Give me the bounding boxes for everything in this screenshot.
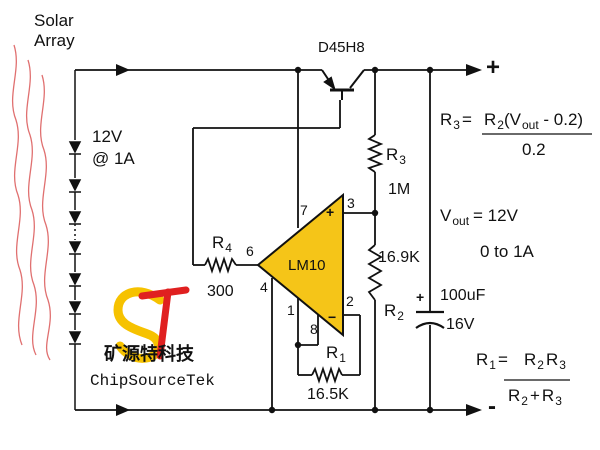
r4-value: 300 xyxy=(207,283,234,300)
transistor-label: D45H8 xyxy=(318,39,365,56)
solar-label-line2: Array xyxy=(34,31,75,50)
solar-cell-string xyxy=(68,70,82,410)
output-minus-arrow xyxy=(466,404,482,416)
resistor-r1 xyxy=(311,366,343,384)
rail-arrows xyxy=(116,64,482,416)
formula-r3-lhs: R3= xyxy=(440,110,472,132)
formula-r3-numerator: R2(Vout - 0.2) xyxy=(484,110,584,132)
opamp-label: LM10 xyxy=(288,257,326,274)
bottom-rail-arrow xyxy=(116,404,130,416)
junction-dots xyxy=(268,66,434,414)
formula-vout: Vout= 12V xyxy=(440,206,518,228)
r4-label: R4 xyxy=(212,233,232,255)
cap-plus-label: + xyxy=(416,289,425,305)
r2-value: 16.9K xyxy=(378,249,420,266)
output-plus-arrow xyxy=(466,64,482,76)
opamp-minus-input: − xyxy=(328,309,337,325)
r1-label: R1 xyxy=(326,343,346,365)
formula-bars xyxy=(482,133,592,381)
watermark-chinese: 矿源特科技 xyxy=(104,344,194,365)
pin-1-label: 1 xyxy=(287,302,295,318)
formula-r1-lhs: R1= xyxy=(476,350,508,372)
pin-8-label: 8 xyxy=(310,321,318,337)
voltage-label: 12V xyxy=(92,127,123,146)
pin-4-label: 4 xyxy=(260,279,268,295)
cap-voltage: 16V xyxy=(446,316,475,333)
solar-label-line1: Solar xyxy=(34,11,74,30)
opamp-lm10 xyxy=(256,192,344,338)
solar-rays xyxy=(12,44,51,361)
formula-r3-denominator: 0.2 xyxy=(522,140,546,159)
current-label: @ 1A xyxy=(92,149,135,168)
resistor-r3 xyxy=(366,134,384,173)
formula-vout-range: 0 to 1A xyxy=(480,242,534,261)
r3-value: 1M xyxy=(388,181,411,198)
output-plus-label: + xyxy=(486,54,501,81)
r1-value: 16.5K xyxy=(307,386,349,403)
pin-6-label: 6 xyxy=(246,243,254,259)
pin-7-label: 7 xyxy=(300,202,308,218)
resistor-r4 xyxy=(204,256,237,274)
resistor-r2 xyxy=(367,244,383,301)
transistor-d45h8 xyxy=(321,69,365,100)
top-rail-arrow xyxy=(116,64,130,76)
formula-r1-denominator: R2+R3 xyxy=(508,386,562,408)
pin-3-label: 3 xyxy=(347,195,355,211)
pin-2-label: 2 xyxy=(346,293,354,309)
r3-label: R3 xyxy=(386,145,406,167)
r2-label: R2 xyxy=(384,301,404,323)
cap-value: 100uF xyxy=(440,287,486,304)
opamp-plus-input: + xyxy=(326,204,335,220)
chipsourcetek-logo-icon xyxy=(113,286,190,363)
output-minus-label: - xyxy=(488,393,496,420)
capacitor-100uf xyxy=(415,310,445,329)
watermark-english: ChipSourceTek xyxy=(90,372,215,390)
